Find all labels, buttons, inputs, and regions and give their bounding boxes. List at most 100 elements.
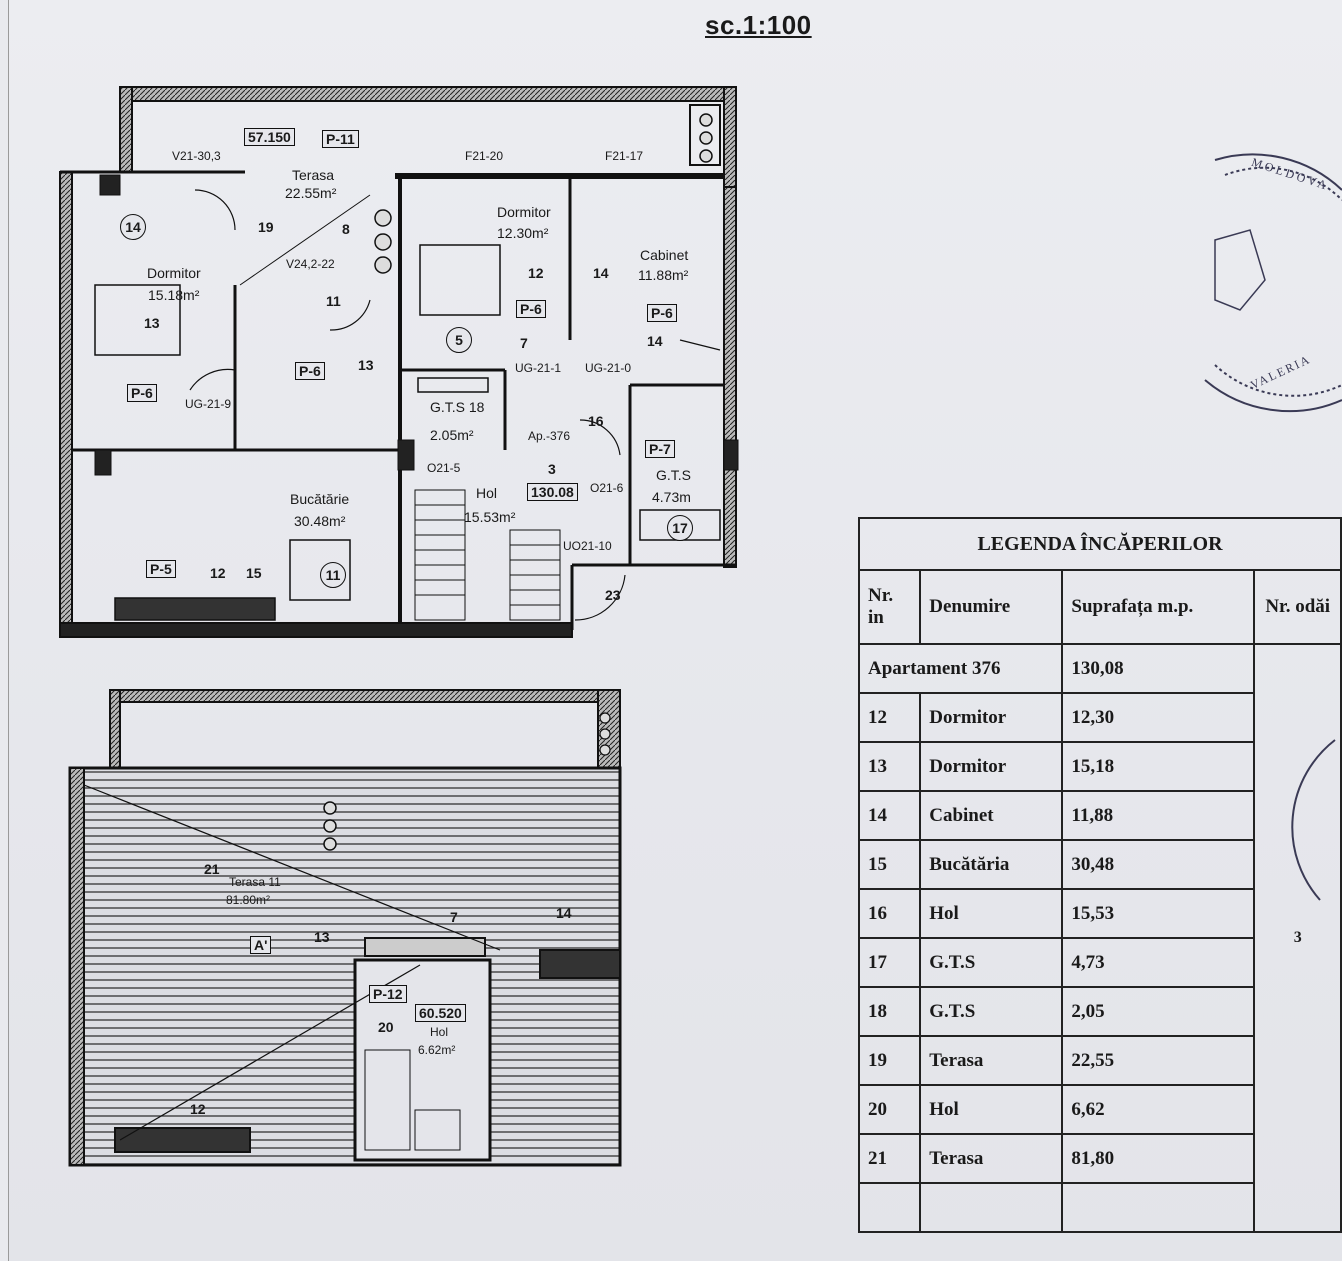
rooms-count: 3 bbox=[1253, 643, 1342, 1233]
empty-row bbox=[857, 1182, 1341, 1233]
table-row: 16 Hol 15,53 bbox=[857, 888, 1341, 939]
room-area: 22,55 bbox=[1061, 1035, 1256, 1086]
level-tag-label: P-6 bbox=[516, 300, 546, 318]
plan-code-label: 60.520 bbox=[415, 1004, 466, 1022]
room-number-label: 13 bbox=[314, 929, 330, 945]
room-number-label: 12 bbox=[210, 565, 226, 581]
room-nr: 15 bbox=[857, 839, 922, 890]
room-area-label: 15.53m² bbox=[464, 509, 516, 525]
room-name: Cabinet bbox=[919, 790, 1064, 841]
door-label: O21-5 bbox=[427, 461, 461, 475]
empty-cell bbox=[857, 1182, 922, 1233]
room-area: 30,48 bbox=[1061, 839, 1256, 890]
empty-cell bbox=[919, 1182, 1064, 1233]
table-row: 20 Hol 6,62 bbox=[857, 1084, 1341, 1135]
door-label: UG-21-1 bbox=[515, 361, 562, 375]
room-nr: 18 bbox=[857, 986, 922, 1037]
door-label: UG-21-0 bbox=[585, 361, 632, 375]
room-nr: 19 bbox=[857, 1035, 922, 1086]
table-row: 18 G.T.S 2,05 bbox=[857, 986, 1341, 1037]
apartment-row: Apartament 376 130,08 3 bbox=[857, 643, 1342, 1233]
level-tag-label: P-6 bbox=[295, 362, 325, 380]
room-name: G.T.S bbox=[919, 986, 1064, 1037]
room-nr: 16 bbox=[857, 888, 922, 939]
level-tag-label: P-7 bbox=[645, 440, 675, 458]
table-row: 13 Dormitor 15,18 bbox=[857, 741, 1341, 792]
room-number-label: 7 bbox=[520, 335, 528, 351]
room-area: 11,88 bbox=[1061, 790, 1256, 841]
room-name: Hol bbox=[919, 888, 1064, 939]
window-label: F21-20 bbox=[465, 149, 504, 163]
room-area: 4,73 bbox=[1061, 937, 1256, 988]
header-nr: Nr. in bbox=[857, 569, 922, 645]
room-name-label: Dormitor bbox=[497, 204, 551, 220]
room-number-label: 12 bbox=[190, 1101, 206, 1117]
level-tag-label: P-12 bbox=[369, 985, 407, 1003]
lower-floor-plan bbox=[68, 689, 622, 1167]
table-row: 17 G.T.S 4,73 bbox=[857, 937, 1341, 988]
room-number-label: 14 bbox=[556, 905, 572, 921]
window-label: V21-30,3 bbox=[172, 149, 221, 163]
scale-label: sc.1:100 bbox=[705, 10, 812, 40]
room-area: 81,80 bbox=[1061, 1133, 1256, 1184]
room-name-label: Hol bbox=[476, 485, 498, 501]
level-tag-label: P-5 bbox=[146, 560, 176, 578]
room-number-label: 16 bbox=[588, 413, 604, 429]
room-number-label: 11 bbox=[326, 293, 341, 309]
legend-title: LEGENDA ÎNCĂPERILOR bbox=[858, 517, 1342, 571]
room-number-label: 14 bbox=[593, 265, 609, 281]
room-number-marker: 11 bbox=[320, 562, 346, 588]
level-tag-label: A' bbox=[250, 936, 272, 954]
room-legend-table: LEGENDA ÎNCĂPERILOR Nr. in Denumire Supr… bbox=[857, 517, 1342, 1233]
room-number-marker: 17 bbox=[667, 515, 693, 541]
table-row: 12 Dormitor 12,30 bbox=[857, 692, 1341, 743]
level-tag-label: P-6 bbox=[127, 384, 157, 402]
room-number-marker: 14 bbox=[120, 214, 146, 240]
room-area-label: 30.48m² bbox=[294, 513, 346, 529]
room-name: Bucătăria bbox=[919, 839, 1064, 890]
room-name-label: G.T.S bbox=[656, 467, 692, 483]
legend-title-row: LEGENDA ÎNCĂPERILOR bbox=[858, 517, 1342, 571]
room-area: 2,05 bbox=[1061, 986, 1256, 1037]
room-number-label: 14 bbox=[647, 333, 663, 349]
terasa-name-label: Terasa bbox=[292, 167, 335, 183]
room-name: Hol bbox=[919, 1084, 1064, 1135]
room-number-label: 15 bbox=[246, 565, 262, 581]
room-number-label: 20 bbox=[378, 1019, 394, 1035]
room-area-label: 12.30m² bbox=[497, 225, 549, 241]
room-area: 15,53 bbox=[1061, 888, 1256, 939]
level-tag-label: P-6 bbox=[647, 304, 677, 322]
room-nr: 20 bbox=[857, 1084, 922, 1135]
room-area-label: 6.62m² bbox=[418, 1043, 456, 1057]
level-tag-label: P-11 bbox=[322, 130, 359, 148]
room-name-label: G.T.S 18 bbox=[430, 399, 485, 415]
room-name: Terasa bbox=[919, 1133, 1064, 1184]
apartment-number-label: 3 bbox=[548, 461, 556, 477]
room-name-label: Terasa 11 bbox=[229, 875, 281, 889]
terasa-area-label: 22.55m² bbox=[285, 185, 337, 201]
room-nr: 12 bbox=[857, 692, 922, 743]
room-name-label: Hol bbox=[430, 1025, 449, 1039]
plan-code-label: 57.150 bbox=[244, 128, 295, 146]
table-row: 19 Terasa 22,55 bbox=[857, 1035, 1341, 1086]
legend-header-row: Nr. in Denumire Suprafața m.p. Nr. odăi bbox=[857, 569, 1342, 645]
door-label: UO21-10 bbox=[563, 539, 612, 553]
room-nr: 13 bbox=[857, 741, 922, 792]
room-name: Dormitor bbox=[919, 692, 1064, 743]
header-suprafata: Suprafața m.p. bbox=[1061, 569, 1256, 645]
room-area-label: 2.05m² bbox=[430, 427, 474, 443]
room-area: 6,62 bbox=[1061, 1084, 1256, 1135]
door-label: UG-21-9 bbox=[185, 397, 232, 411]
table-row: 14 Cabinet 11,88 bbox=[857, 790, 1341, 841]
room-name-label: Dormitor bbox=[147, 265, 201, 281]
room-number-marker: 5 bbox=[446, 327, 472, 353]
window-label: F21-17 bbox=[605, 149, 644, 163]
table-row: 21 Terasa 81,80 bbox=[857, 1133, 1341, 1184]
room-area-label: 4.73m bbox=[652, 489, 691, 505]
room-number-label: 13 bbox=[358, 357, 374, 373]
room-area-label: 15.18m² bbox=[148, 287, 200, 303]
apartment-area: 130,08 bbox=[1061, 643, 1256, 694]
room-name: Terasa bbox=[919, 1035, 1064, 1086]
header-denumire: Denumire bbox=[919, 569, 1064, 645]
